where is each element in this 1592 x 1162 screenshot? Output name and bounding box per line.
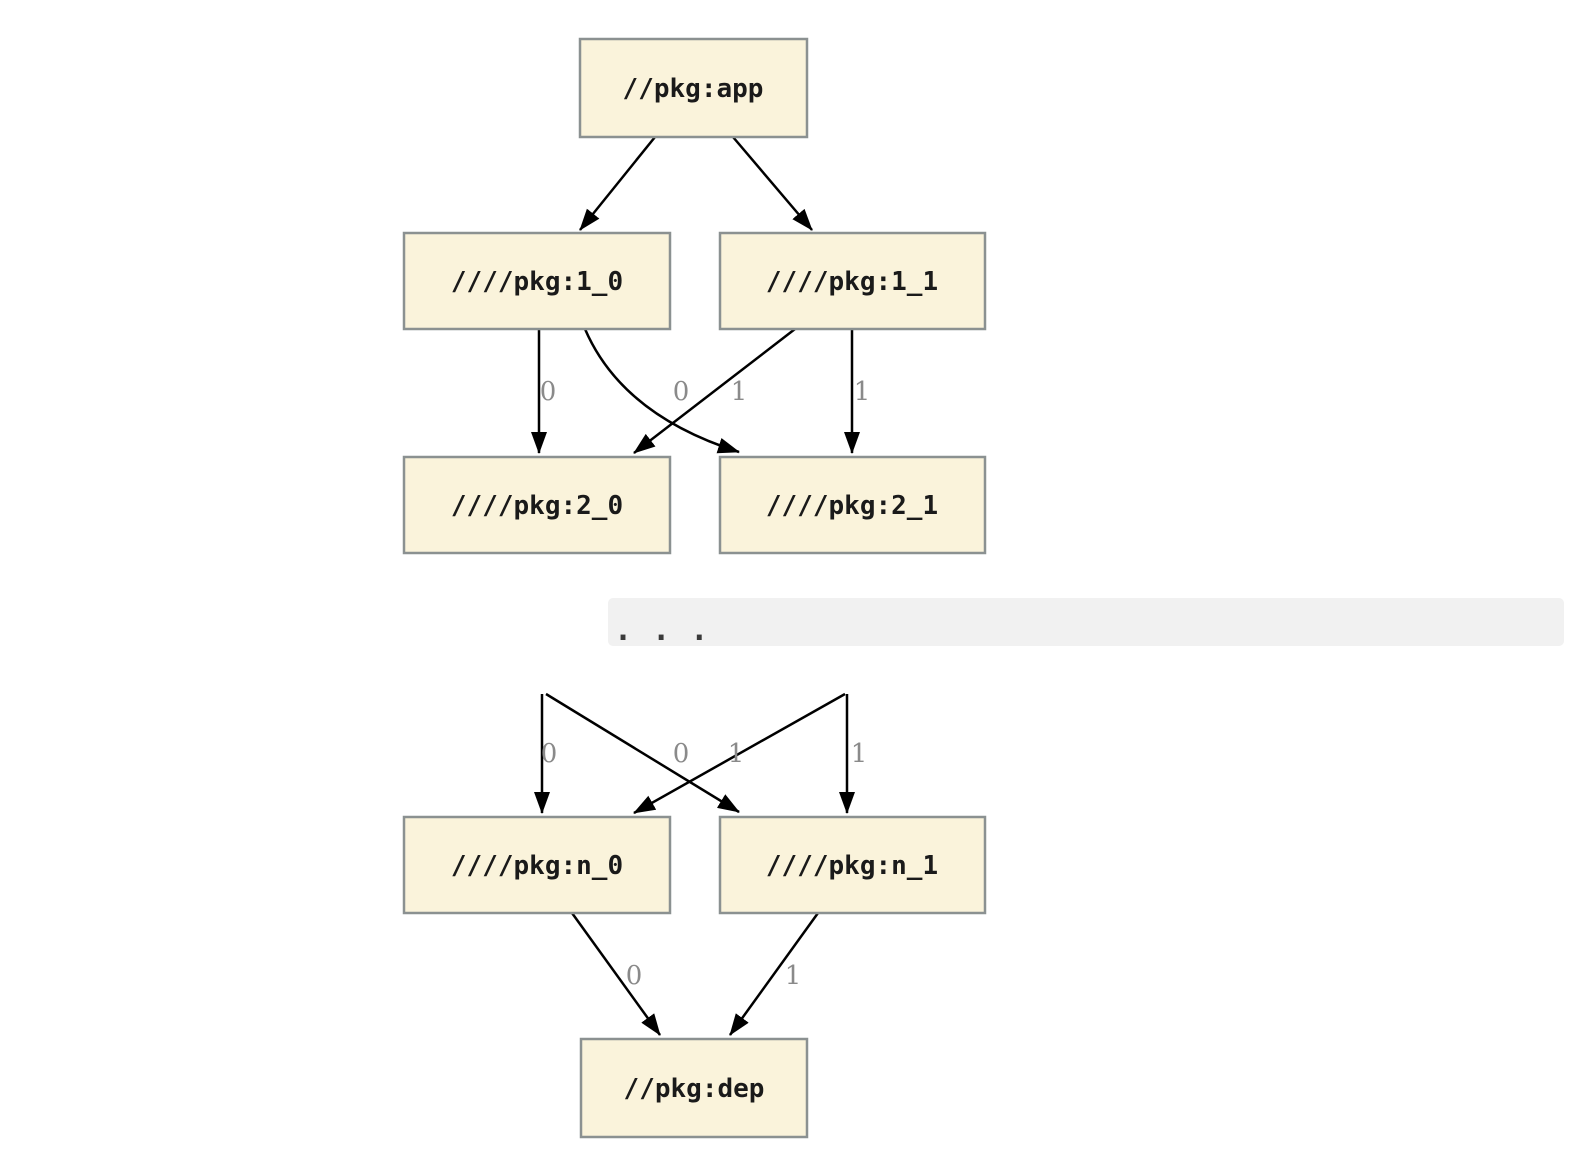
edge-label-ellipsis-n_1: 1: [851, 739, 868, 769]
node-2_0-box: [402, 455, 672, 555]
node-app-box: [578, 37, 809, 139]
node-1_1-box: [718, 231, 987, 331]
edge-app-to-1_0: [579, 136, 656, 231]
edge-label-ellipsis-cross-n_0: 0: [673, 739, 690, 769]
node-1_0-label: ////pkg:1_0: [451, 267, 623, 297]
node-1_1-label: ////pkg:1_1: [766, 267, 938, 297]
edge-label-ellipsis-cross-n_1: 1: [728, 739, 745, 769]
node-app: //pkg:app: [578, 37, 809, 139]
node-1_1: ////pkg:1_1: [718, 231, 987, 331]
edge-n_1-to-dep: [728, 912, 820, 1036]
node-2_0: ////pkg:2_0: [402, 455, 672, 555]
node-app-label: //pkg:app: [623, 74, 764, 104]
node-2_0-label: ////pkg:2_0: [451, 491, 623, 521]
edge-labels: 0 0 1 1 0 0 1 1 0 1: [540, 377, 871, 991]
node-1_0-box: [402, 231, 672, 331]
edge-app-to-1_1: [732, 136, 813, 231]
edge-1_0-to-2_1: [583, 328, 740, 454]
edge-n_0-to-dep: [570, 912, 662, 1036]
edge-label-1_0-2_0: 0: [540, 377, 557, 407]
node-n_0-box: [402, 815, 672, 915]
node-dep-label: //pkg:dep: [624, 1074, 765, 1104]
edge-ellipsis-cross-to-n_1: [545, 692, 740, 814]
node-n_0-label: ////pkg:n_0: [451, 851, 623, 881]
node-n_1-box: [718, 815, 987, 915]
edge-label-n_1-dep: 1: [785, 961, 802, 991]
node-2_1-box: [718, 455, 987, 555]
nodes: //pkg:app ////pkg:1_0 ////pkg:1_1 ////pk…: [402, 37, 987, 1139]
node-dep-box: [579, 1037, 809, 1139]
edge-label-1_1-2_1: 1: [854, 377, 871, 407]
edge-label-1_1-2_0: 0: [673, 377, 690, 407]
node-2_1: ////pkg:2_1: [718, 455, 987, 555]
edge-ellipsis-cross-to-n_0: [633, 692, 846, 815]
node-n_1-label: ////pkg:n_1: [766, 851, 938, 881]
edge-label-1_0-2_1: 1: [731, 377, 748, 407]
node-dep: //pkg:dep: [579, 1037, 809, 1139]
edge-label-ellipsis-n_0: 0: [541, 739, 558, 769]
ellipsis-bar: [608, 598, 1564, 646]
edges: [531, 136, 860, 1036]
node-1_0: ////pkg:1_0: [402, 231, 672, 331]
node-2_1-label: ////pkg:2_1: [766, 491, 938, 521]
edge-1_1-to-2_0: [633, 328, 796, 454]
ellipsis-dots: . . .: [614, 613, 709, 648]
node-n_1: ////pkg:n_1: [718, 815, 987, 915]
node-n_0: ////pkg:n_0: [402, 815, 672, 915]
edge-label-n_0-dep: 0: [626, 961, 643, 991]
